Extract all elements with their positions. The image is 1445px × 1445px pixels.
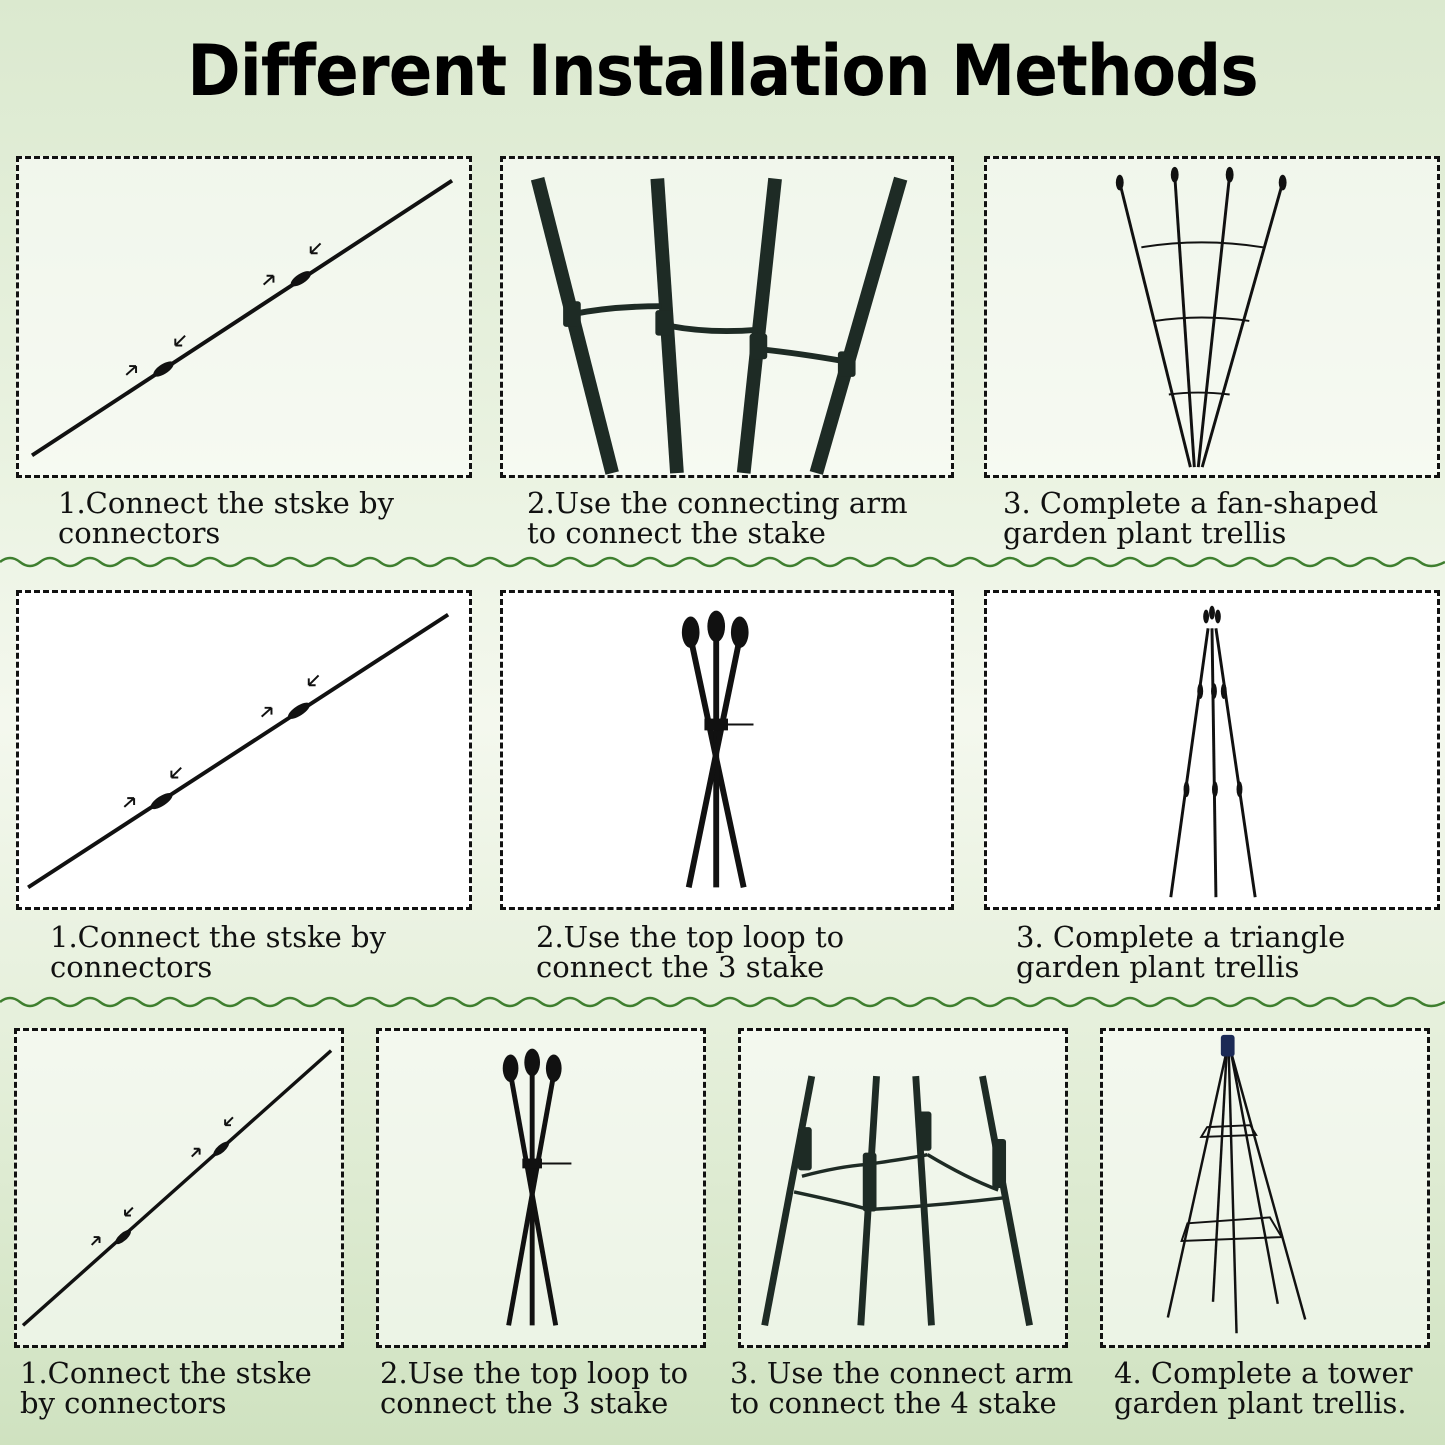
wavy-divider: [0, 556, 1445, 568]
tower-trellis-icon: [1166, 1034, 1307, 1334]
fan-trellis-icon: [1115, 166, 1287, 468]
stake-with-connectors-icon: [21, 1049, 333, 1327]
panel-fan-trellis: [984, 156, 1440, 478]
caption-row1-step3: 3. Complete a fan-shaped garden plant tr…: [1003, 486, 1379, 550]
panel-top-loop-3-stakes: [500, 590, 954, 910]
caption-row1-step1: 1.Connect the stske by connectors: [58, 486, 394, 550]
stake-with-connectors-icon: [27, 612, 450, 890]
caption-row3-step2: 2.Use the top loop to connect the 3 stak…: [380, 1356, 689, 1420]
caption-row3-step1: 1.Connect the stske by connectors: [20, 1356, 312, 1420]
panel-connecting-arm: [500, 156, 954, 478]
caption-row1-step2: 2.Use the connecting arm to connect the …: [527, 486, 908, 550]
panel-top-loop-3-stakes-b: [376, 1028, 706, 1348]
caption-row3-step3: 3. Use the connect arm to connect the 4 …: [730, 1356, 1074, 1420]
caption-row2-step1: 1.Connect the stske by connectors: [50, 920, 386, 984]
top-loop-3-stakes-icon: [502, 1048, 572, 1326]
caption-row3-step4: 4. Complete a tower garden plant trellis…: [1114, 1356, 1413, 1420]
panel-connect-stake-2: [16, 590, 472, 910]
wavy-divider: [0, 996, 1445, 1008]
connecting-arm-icon: [530, 176, 908, 475]
panel-connect-stake-1: [16, 156, 472, 478]
panel-connect-arm-4-stakes: [738, 1028, 1068, 1348]
triangle-trellis-icon: [1169, 605, 1257, 898]
top-loop-3-stakes-icon: [681, 610, 754, 888]
page-title: Different Installation Methods: [187, 30, 1258, 112]
caption-row2-step3: 3. Complete a triangle garden plant trel…: [1016, 920, 1346, 984]
caption-row2-step2: 2.Use the top loop to connect the 3 stak…: [536, 920, 845, 984]
connect-arm-4-stakes-icon: [761, 1075, 1033, 1327]
panel-connect-stake-3: [14, 1028, 344, 1348]
panel-tower-trellis: [1100, 1028, 1430, 1348]
stake-with-connectors-icon: [30, 178, 454, 458]
panel-triangle-trellis: [984, 590, 1440, 910]
